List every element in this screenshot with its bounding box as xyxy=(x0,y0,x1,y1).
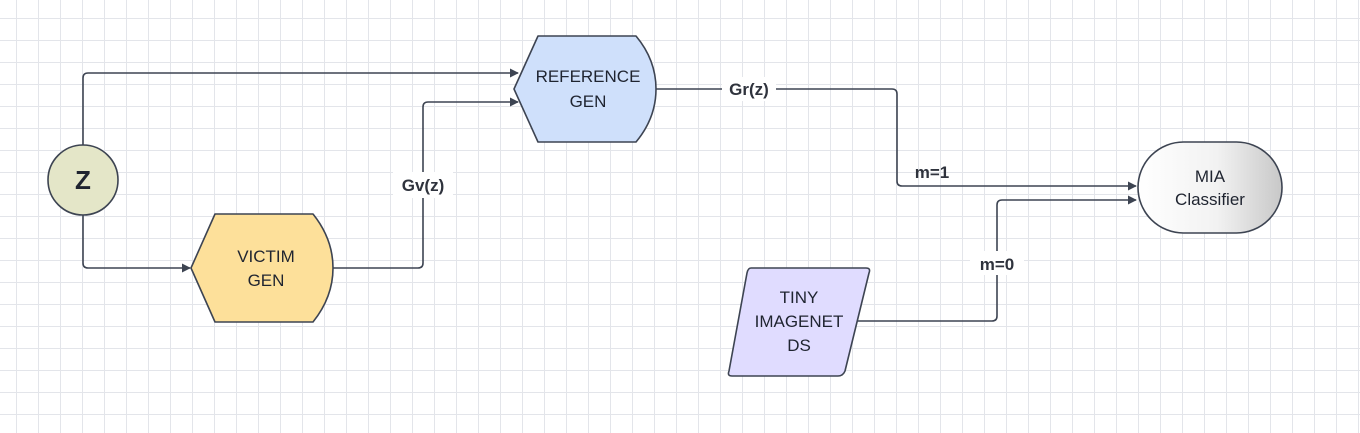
node-victim-gen-line1: VICTIM xyxy=(237,247,295,266)
edge-label-gv-text: Gv(z) xyxy=(402,176,445,195)
node-victim-gen-shape xyxy=(190,213,334,323)
node-reference-gen[interactable]: REFERENCE GEN xyxy=(513,35,657,143)
edge-label-gr-text: Gr(z) xyxy=(729,80,769,99)
edge-z-to-victim-gen[interactable] xyxy=(82,212,191,273)
edge-label-m0: m=0 xyxy=(970,251,1024,275)
edge-label-m1: m=1 xyxy=(915,163,950,182)
edge-label-gv: Gv(z) xyxy=(393,172,453,198)
node-z[interactable]: Z xyxy=(47,144,119,216)
node-mia-classifier-shape xyxy=(1137,141,1283,234)
node-tiny-imagenet-line1: TINY xyxy=(780,288,819,307)
edge-label-gr: Gr(z) xyxy=(722,77,776,101)
node-mia-classifier-line1: MIA xyxy=(1195,167,1226,186)
node-victim-gen-line2: GEN xyxy=(248,271,285,290)
node-z-label: Z xyxy=(75,165,91,195)
edge-reference-gen-to-classifier[interactable] xyxy=(655,88,1137,191)
node-tiny-imagenet-line2: IMAGENET xyxy=(755,312,844,331)
node-tiny-imagenet[interactable]: TINY IMAGENET DS xyxy=(727,267,871,377)
edge-z-to-reference-gen[interactable] xyxy=(82,68,519,148)
node-z-shape xyxy=(47,144,119,216)
node-mia-classifier[interactable]: MIA Classifier xyxy=(1137,141,1283,234)
node-mia-classifier-line2: Classifier xyxy=(1175,190,1245,209)
node-victim-gen[interactable]: VICTIM GEN xyxy=(190,213,334,323)
edge-label-m0-text: m=0 xyxy=(980,255,1015,274)
node-reference-gen-line2: GEN xyxy=(570,92,607,111)
node-tiny-imagenet-shape xyxy=(727,267,871,377)
node-reference-gen-line1: REFERENCE xyxy=(536,67,641,86)
node-reference-gen-shape xyxy=(513,35,657,143)
node-tiny-imagenet-line3: DS xyxy=(787,336,811,355)
